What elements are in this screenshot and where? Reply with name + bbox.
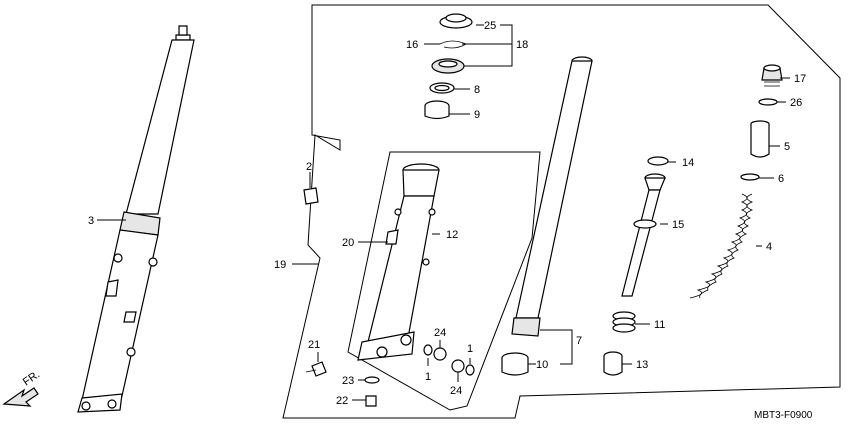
part-14-piston-ring	[647, 156, 669, 166]
callout-3: 3	[88, 215, 94, 227]
diagram-code: MBT3-F0900	[754, 410, 813, 421]
leader-lines	[97, 24, 790, 401]
callout-26: 26	[790, 97, 802, 109]
part-8-back-up-ring	[429, 82, 455, 94]
part-1-pin-upper	[423, 344, 433, 356]
callout-8: 8	[474, 84, 480, 96]
part-25-dust-seal	[439, 13, 473, 29]
callout-2: 2	[306, 161, 312, 173]
part-18-oil-seal	[431, 58, 465, 74]
sub-assembly-boundary	[347, 151, 541, 411]
callout-11: 11	[654, 319, 665, 331]
callout-24-upper: 24	[434, 327, 446, 339]
callout-5: 5	[784, 141, 790, 153]
front-direction-arrow: FR.	[2, 368, 42, 407]
part-9-slider-bushing	[424, 100, 450, 120]
part-23-washer	[364, 376, 380, 384]
callout-12: 12	[446, 229, 458, 241]
part-11-rebound-spring	[612, 311, 636, 333]
callout-6: 6	[778, 173, 784, 185]
callout-7: 7	[576, 335, 582, 347]
part-22-drain-bolt	[365, 395, 377, 407]
callout-20: 20	[342, 237, 354, 249]
part-21-socket-bolt	[305, 361, 327, 377]
callout-13: 13	[636, 359, 648, 371]
callout-10: 10	[536, 359, 548, 371]
front-label: FR.	[21, 368, 42, 388]
callout-1-left: 1	[425, 371, 431, 383]
callout-17: 17	[794, 73, 806, 85]
part-10-fork-pipe	[501, 56, 593, 376]
part-13-oil-lock-piece	[603, 351, 623, 376]
callout-1-right: 1	[467, 343, 473, 355]
callout-25: 25	[484, 20, 496, 32]
callout-9: 9	[474, 109, 480, 121]
part-6-spring-seat	[740, 173, 760, 181]
callout-15: 15	[672, 219, 684, 231]
part-2-guide-bushing	[303, 187, 319, 205]
assembly-boundary	[282, 4, 841, 419]
part-24-collar-upper	[433, 347, 447, 361]
callout-18: 18	[516, 39, 528, 51]
callout-24-lower: 24	[450, 385, 462, 397]
callout-14: 14	[682, 157, 694, 169]
part-4-fork-spring	[689, 193, 754, 299]
callout-4: 4	[766, 241, 772, 253]
callout-21: 21	[308, 339, 320, 351]
part-17-fork-bolt	[761, 64, 783, 87]
callout-22: 22	[336, 395, 348, 407]
part-15-damper-rod	[621, 173, 666, 297]
part-5-spacer	[750, 120, 770, 158]
complete-fork-assembly	[77, 25, 195, 413]
callout-19: 19	[274, 259, 286, 271]
callout-23: 23	[342, 375, 354, 387]
part-26-o-ring	[758, 98, 778, 106]
part-24-collar-lower	[451, 359, 465, 373]
part-20-fork-slider	[357, 163, 440, 361]
callout-16: 16	[406, 39, 418, 51]
part-1-pin-lower	[465, 364, 475, 376]
